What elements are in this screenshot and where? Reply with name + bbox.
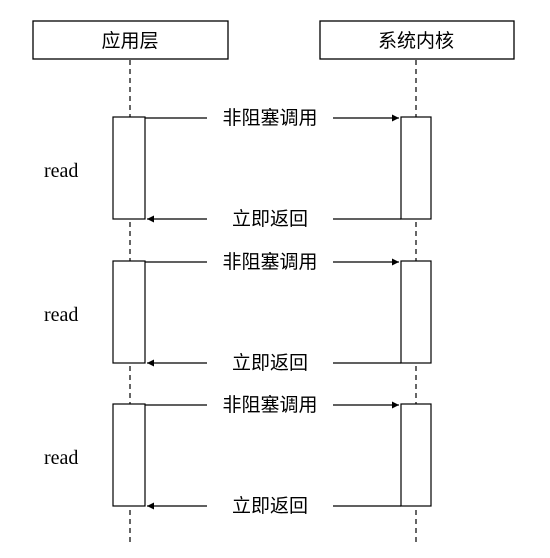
reply-label: 立即返回 <box>232 352 308 374</box>
call-label: 非阻塞调用 <box>222 107 317 129</box>
read-round-1: read 非阻塞调用 立即返回 <box>44 107 432 230</box>
read-label: read <box>44 160 78 182</box>
reply-label: 立即返回 <box>232 208 308 230</box>
reply-label: 立即返回 <box>232 495 308 517</box>
read-round-3: read 非阻塞调用 立即返回 <box>44 394 432 517</box>
app-activation-bar <box>112 116 146 220</box>
kernel-title: 系统内核 <box>378 30 454 52</box>
app-layer-title: 应用层 <box>101 30 158 52</box>
read-round-2: read 非阻塞调用 立即返回 <box>44 251 432 374</box>
call-label: 非阻塞调用 <box>222 251 317 273</box>
kernel-activation-bar <box>400 260 432 364</box>
app-activation-bar <box>112 403 146 507</box>
call-label: 非阻塞调用 <box>222 394 317 416</box>
kernel-activation-bar <box>400 116 432 220</box>
app-activation-bar <box>112 260 146 364</box>
kernel-box: 系统内核 <box>319 20 515 60</box>
kernel-activation-bar <box>400 403 432 507</box>
read-label: read <box>44 447 78 469</box>
app-layer-box: 应用层 <box>32 20 229 60</box>
read-label: read <box>44 304 78 326</box>
